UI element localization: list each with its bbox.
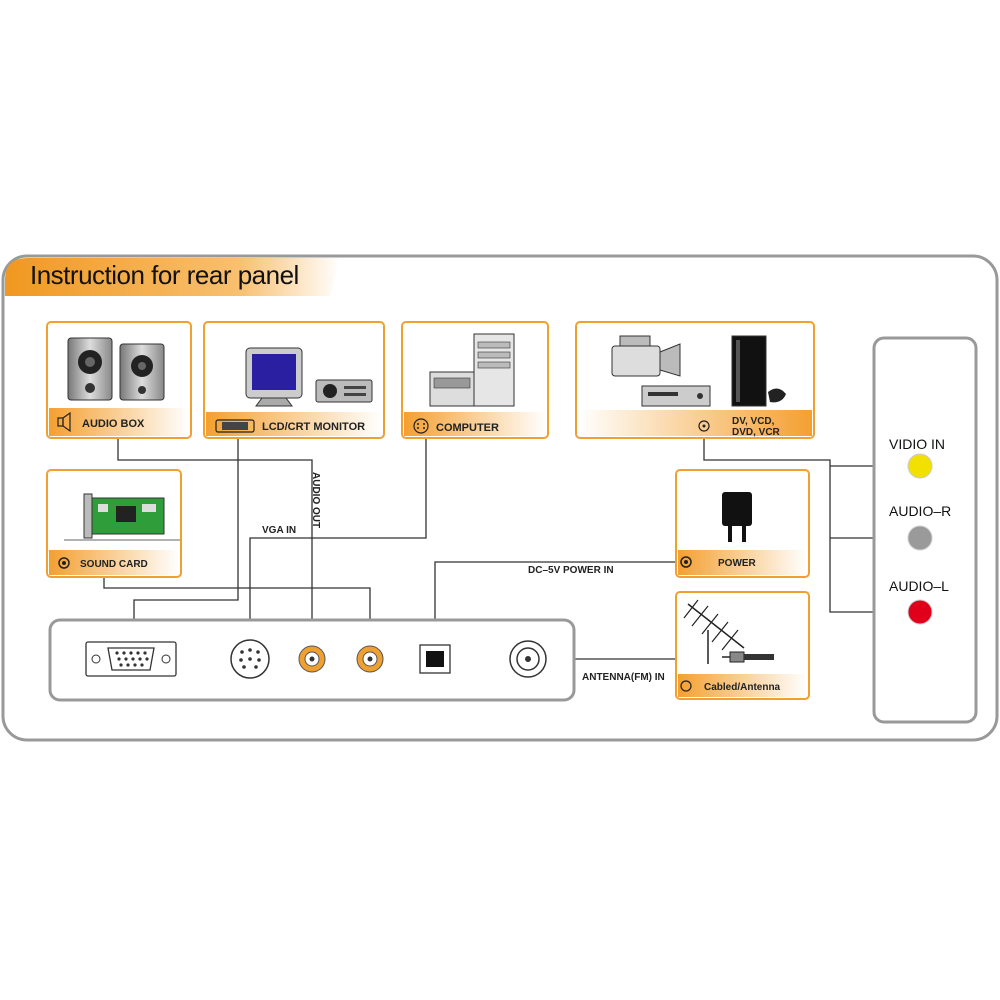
mini-din-small-icon — [413, 418, 429, 434]
video-in-label: VIDIO IN — [889, 436, 945, 452]
vga-port — [85, 641, 177, 677]
antenna-in-label: ANTENNA(FM) IN — [582, 672, 665, 683]
title-tab — [5, 258, 340, 296]
audio-r-label: AUDIO–R — [889, 503, 951, 519]
page-title: Instruction for rear panel — [30, 260, 299, 290]
audio-jack-1 — [298, 645, 326, 673]
power-label: POWER — [718, 558, 757, 569]
video-in-jack — [907, 453, 933, 479]
antenna-label: Cabled/Antenna — [704, 682, 781, 693]
computer-card: COMPUTER — [401, 321, 549, 439]
audio-box-card: AUDIO BOX — [46, 321, 192, 439]
dc-power-in-label: DC–5V POWER IN — [528, 565, 614, 576]
dc-jack-small-icon — [680, 556, 692, 568]
camcorder-icon — [611, 335, 681, 377]
jack-small-icon — [58, 557, 70, 569]
speaker-small-icon — [57, 411, 71, 433]
rear-panel — [48, 618, 576, 702]
projector-icon — [315, 379, 373, 403]
power-adapter-icon — [722, 492, 752, 542]
coax-small-icon — [680, 680, 692, 692]
coax-plug-icon — [722, 651, 774, 663]
vcr-icon — [641, 385, 711, 407]
side-port-panel: VIDIO IN AUDIO–R AUDIO–L — [872, 336, 978, 724]
av-sources-label-line2: DVD, VCR — [732, 427, 781, 438]
mini-din-port — [230, 639, 270, 679]
vga-connector-icon — [215, 419, 255, 433]
speaker-icon — [67, 337, 165, 401]
audio-jack-2 — [356, 645, 384, 673]
sound-card-icon — [64, 493, 180, 541]
sound-card-card: SOUND CARD — [46, 469, 182, 578]
av-sources-card: DV, VCD, DVD, VCR — [575, 321, 815, 439]
antenna-icon — [683, 599, 745, 664]
antenna-port — [509, 640, 547, 678]
antenna-card: Cabled/Antenna — [675, 591, 810, 700]
crt-monitor-icon — [245, 347, 303, 407]
audio-l-label: AUDIO–L — [889, 578, 949, 594]
power-card: POWER — [675, 469, 810, 578]
audio-out-label: AUDIO OUT — [310, 472, 321, 528]
monitor-label: LCD/CRT MONITOR — [262, 421, 365, 433]
audio-l-jack — [907, 599, 933, 625]
game-console-icon — [731, 335, 786, 407]
computer-tower-icon — [429, 333, 515, 407]
audio-box-label: AUDIO BOX — [82, 418, 145, 430]
av-sources-label-line1: DV, VCD, — [732, 416, 775, 427]
sound-card-label: SOUND CARD — [80, 559, 148, 570]
monitor-card: LCD/CRT MONITOR — [203, 321, 385, 439]
computer-label: COMPUTER — [436, 422, 499, 434]
dc-power-port — [419, 644, 451, 674]
audio-r-jack — [907, 525, 933, 551]
rca-small-icon — [698, 420, 710, 432]
vga-in-label: VGA IN — [262, 525, 296, 536]
